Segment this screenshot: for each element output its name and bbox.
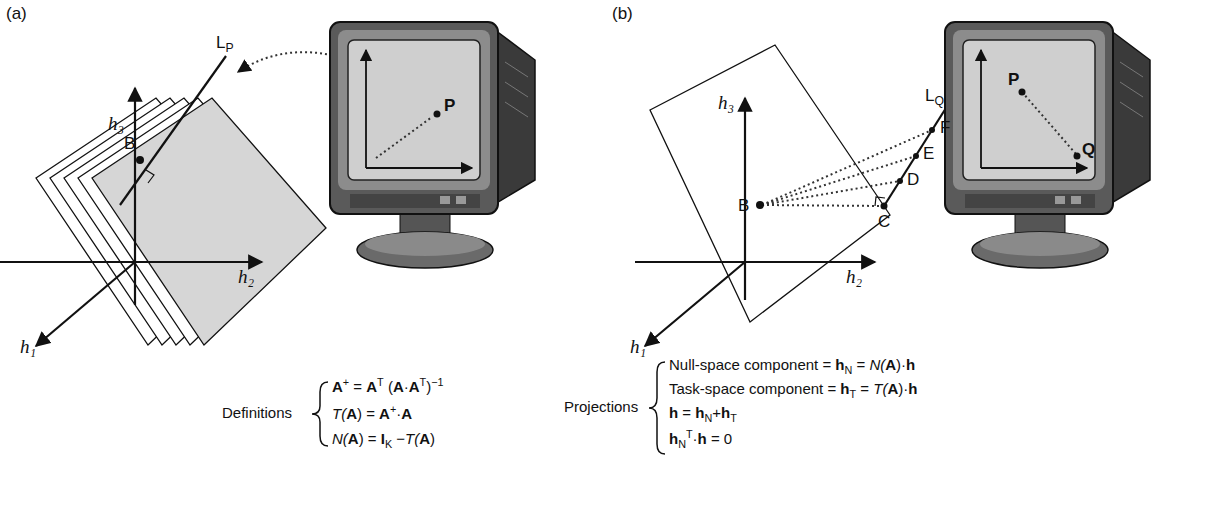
- formula-part: N(: [869, 356, 885, 373]
- formula-part: Null-space component =: [669, 356, 835, 373]
- formula-part: N(: [332, 430, 348, 447]
- formula-part: ·: [901, 356, 906, 373]
- formula-part: A: [887, 380, 898, 397]
- formula-part: T(: [873, 380, 887, 397]
- formula-part: ·: [396, 405, 401, 422]
- bracket-title: Definitions: [222, 404, 292, 421]
- formula-part: P: [225, 41, 233, 55]
- formula-part: ): [430, 430, 435, 447]
- formula-part: I: [381, 430, 385, 447]
- equation: Null-space component = hN = N(A)·h: [669, 356, 915, 376]
- axis-label: h₁: [20, 336, 36, 358]
- equation: T(A) = A+·A: [332, 403, 412, 422]
- equation: A+ = AT (A·AT)−1: [332, 376, 444, 395]
- point-label: P: [444, 96, 455, 116]
- formula-part: +: [712, 404, 721, 421]
- formula-part: A: [348, 430, 359, 447]
- formula-part: T: [850, 388, 857, 400]
- formula-part: Q: [934, 94, 944, 108]
- axis-label: h₂: [238, 266, 254, 288]
- formula-part: K: [385, 438, 392, 450]
- axis-label: h₃: [718, 92, 734, 114]
- formula-part: (: [384, 378, 393, 395]
- formula-part: ·: [404, 378, 409, 395]
- formula-part: L: [925, 86, 934, 105]
- formula-part: ) =: [357, 405, 379, 422]
- line-label: LQ: [925, 86, 944, 108]
- formula-part: h: [698, 430, 707, 447]
- formula-part: N: [845, 364, 853, 376]
- formula-part: h: [721, 404, 730, 421]
- equation: Task-space component = hT = T(A)·h: [669, 380, 917, 400]
- formula-part: ·: [693, 430, 698, 447]
- formula-part: A: [419, 430, 430, 447]
- formula-part: =: [852, 356, 869, 373]
- formula-part: h: [835, 356, 844, 373]
- formula-part: =: [678, 404, 695, 421]
- formula-part: ): [426, 378, 431, 395]
- formula-part: T: [377, 376, 384, 388]
- axis-label: h₃: [108, 113, 124, 135]
- formula-part: A: [366, 378, 377, 395]
- equation: N(A) = IK −T(A): [332, 430, 435, 450]
- formula-part: = 0: [707, 430, 732, 447]
- formula-part: =: [856, 380, 873, 397]
- formula-part: h: [906, 356, 915, 373]
- point-label: F: [940, 118, 950, 138]
- formula-part: +: [390, 403, 396, 415]
- axis-label: h₁: [630, 336, 646, 358]
- formula-part: ) =: [359, 430, 381, 447]
- formula-part: h: [669, 430, 678, 447]
- formula-part: −1: [431, 376, 443, 388]
- formula-part: N: [678, 438, 686, 450]
- formula-part: =: [349, 378, 366, 395]
- line-label: LP: [216, 33, 234, 55]
- equation: hNT·h = 0: [669, 428, 732, 450]
- equation: h = hN+hT: [669, 404, 737, 424]
- formula-part: A: [401, 405, 412, 422]
- formula-part: T(: [405, 430, 419, 447]
- point-label: E: [923, 144, 934, 164]
- formula-part: A: [409, 378, 420, 395]
- formula-part: ): [896, 356, 901, 373]
- formula-part: +: [343, 376, 349, 388]
- formula-part: −: [392, 430, 405, 447]
- panel-letter: (b): [612, 4, 633, 24]
- formula-part: T(: [332, 405, 346, 422]
- formula-part: h: [669, 404, 678, 421]
- formula-part: h: [695, 404, 704, 421]
- formula-part: h: [840, 380, 849, 397]
- formula-part: A: [346, 405, 357, 422]
- formula-part: h: [908, 380, 917, 397]
- formula-part: L: [216, 33, 225, 52]
- point-label: B: [124, 134, 135, 154]
- formula-part: A: [393, 378, 404, 395]
- formula-part: N: [704, 412, 712, 424]
- formula-part: T: [420, 376, 427, 388]
- bracket-title: Projections: [564, 398, 638, 415]
- formula-part: Task-space component =: [669, 380, 840, 397]
- point-label: P: [1008, 70, 1019, 90]
- axis-label: h₂: [846, 266, 862, 288]
- formula-part: ·: [903, 380, 908, 397]
- formula-part: A: [332, 378, 343, 395]
- point-label: D: [907, 170, 919, 190]
- formula-part: T: [730, 412, 737, 424]
- formula-part: A: [379, 405, 390, 422]
- point-label: Q: [1082, 140, 1095, 160]
- formula-part: ): [898, 380, 903, 397]
- point-label: B: [738, 196, 749, 216]
- point-label: C: [878, 212, 890, 232]
- formula-part: A: [885, 356, 896, 373]
- formula-part: T: [686, 428, 693, 440]
- panel-letter: (a): [6, 4, 27, 24]
